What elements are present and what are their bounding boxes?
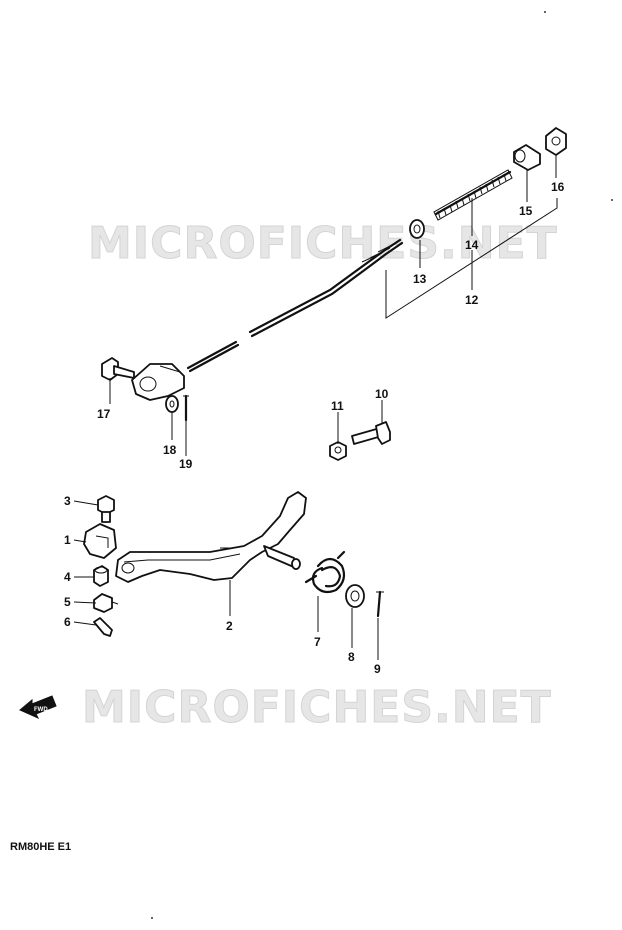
part-1-bracket[interactable]	[83, 523, 117, 559]
callout-6: 6	[64, 615, 71, 629]
callout-12: 12	[465, 293, 479, 307]
part-4-collar[interactable]	[93, 565, 109, 587]
callout-10: 10	[375, 387, 389, 401]
part-12-rod[interactable]	[186, 238, 404, 373]
part-2-brake-pedal[interactable]	[115, 491, 307, 583]
part-15-joint[interactable]	[513, 144, 541, 171]
speck	[544, 11, 546, 13]
part-11-nut[interactable]	[329, 441, 347, 461]
callout-4: 4	[64, 570, 71, 584]
watermark-top: MICROFICHES.NET	[88, 218, 558, 269]
callout-1: 1	[64, 533, 71, 547]
part-9-cotter-pin[interactable]	[376, 590, 384, 618]
callout-13: 13	[413, 272, 427, 286]
part-16-nut[interactable]	[545, 127, 567, 156]
callout-3: 3	[64, 494, 71, 508]
callout-18: 18	[163, 443, 177, 457]
fwd-arrow-icon: FWD	[19, 695, 57, 720]
callout-14: 14	[465, 238, 479, 252]
callouts: 16 15 14 13 12 17 18 19 10 11 3 1 4 5 6 …	[64, 180, 565, 676]
part-7-return-spring[interactable]	[304, 550, 346, 594]
part-10-bolt[interactable]	[351, 421, 391, 445]
watermark-bottom: MICROFICHES.NET	[82, 682, 552, 733]
callout-15: 15	[519, 204, 533, 218]
callout-7: 7	[314, 635, 321, 649]
part-8-washer[interactable]	[345, 584, 365, 608]
fwd-label: FWD	[34, 707, 48, 713]
leader-lines	[73, 155, 558, 660]
part-17-pin[interactable]	[101, 357, 135, 381]
part-14-spring[interactable]	[433, 169, 513, 221]
callout-19: 19	[179, 457, 193, 471]
callout-11: 11	[331, 399, 344, 413]
callout-5: 5	[64, 595, 71, 609]
part-rod-clevis[interactable]	[131, 363, 185, 401]
callout-8: 8	[348, 650, 355, 664]
part-3-bolt[interactable]	[97, 495, 115, 523]
callout-16: 16	[551, 180, 565, 194]
part-18-washer[interactable]	[165, 395, 179, 413]
part-13-washer[interactable]	[409, 219, 425, 239]
callout-17: 17	[97, 407, 111, 421]
speck	[151, 917, 153, 919]
part-19-cotter-pin[interactable]	[183, 394, 189, 422]
model-code: RM80HE E1	[10, 841, 71, 853]
callout-9: 9	[374, 662, 381, 676]
part-5-nut[interactable]	[93, 593, 119, 613]
speck	[611, 199, 613, 201]
callout-2: 2	[226, 619, 233, 633]
part-6-clip[interactable]	[93, 617, 113, 637]
